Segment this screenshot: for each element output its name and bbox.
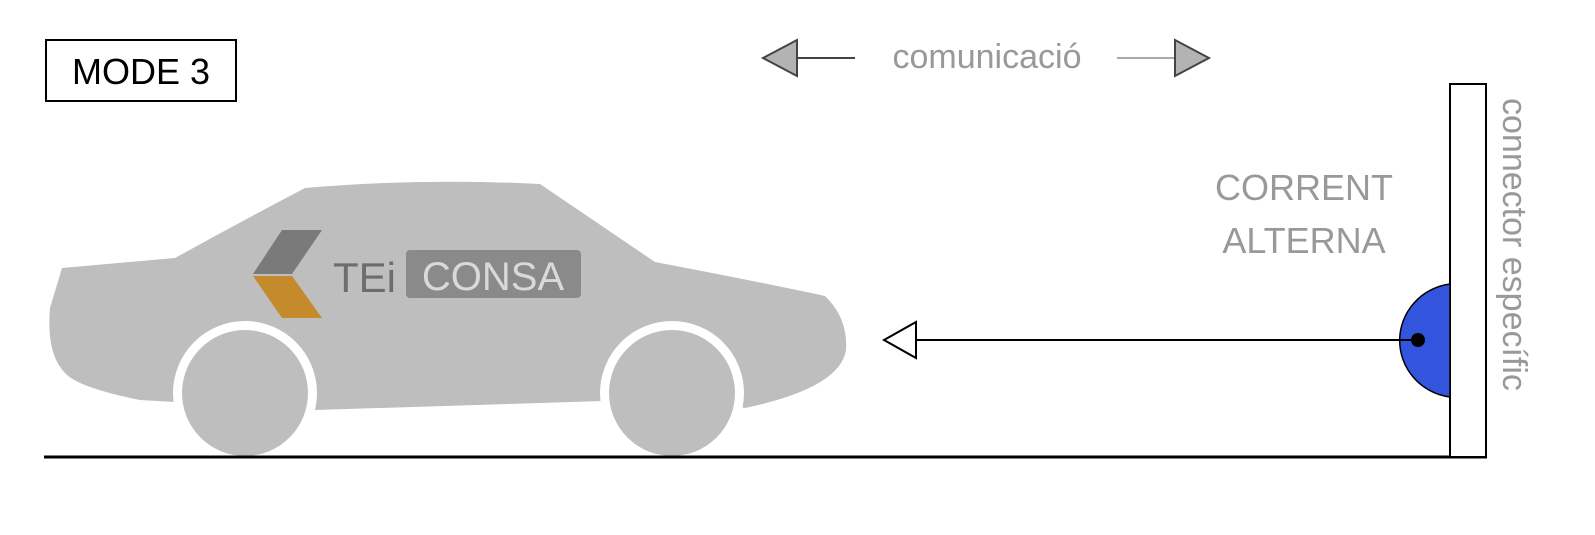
current-arrow: [881, 320, 1418, 360]
rear-wheel: [182, 330, 308, 456]
teiconsa-logo: TEi CONSA: [253, 230, 581, 318]
current-label-line2: ALTERNA: [1222, 220, 1385, 261]
logo-dark-mark: [253, 230, 322, 274]
connector-label: connector específic: [1495, 98, 1533, 391]
current-label-line1: CORRENT: [1215, 167, 1393, 208]
mode-label-box: MODE 3: [45, 39, 237, 102]
charging-post: [1449, 83, 1487, 458]
communication-indicator: comunicació: [760, 38, 1212, 78]
car-silhouette: [49, 181, 847, 465]
front-wheel: [609, 330, 735, 456]
arrow-right-icon: [1174, 38, 1212, 78]
arrow-left-icon: [881, 320, 917, 360]
communication-label: comunicació: [893, 38, 1082, 76]
logo-text-right: CONSA: [422, 255, 565, 299]
logo-text-left: TEi: [333, 254, 396, 301]
logo-text-right-box: [406, 250, 581, 298]
mode-label: MODE 3: [72, 51, 210, 92]
arrow-left-icon: [760, 38, 798, 78]
logo-orange-mark: [253, 276, 322, 318]
